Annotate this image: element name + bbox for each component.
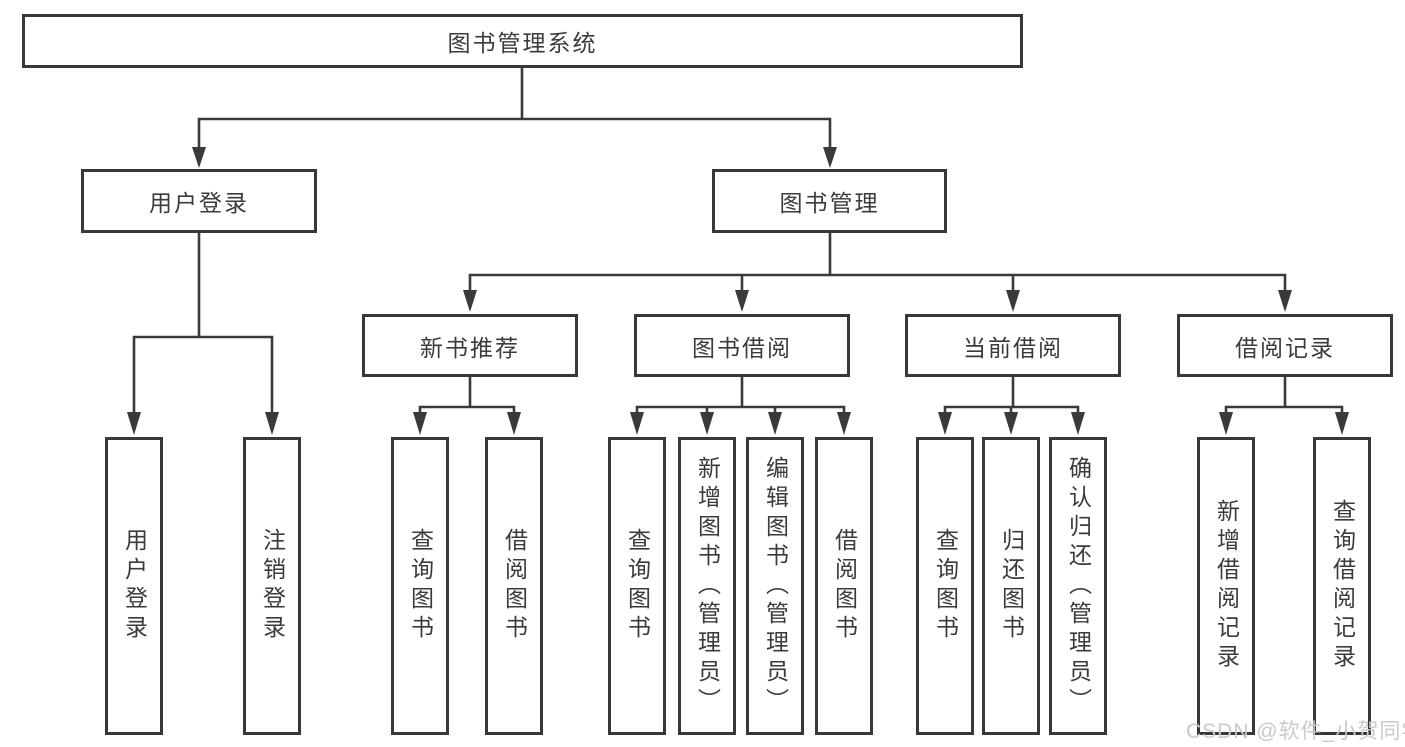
leaf-query-books-current: 查询图书 <box>916 437 974 735</box>
leaf-query-borrow-record: 查询借阅记录 <box>1313 437 1371 735</box>
node-current-borrowing: 当前借阅 <box>905 314 1121 377</box>
node-label: 新书推荐 <box>420 334 520 361</box>
node-borrowing-records: 借阅记录 <box>1177 314 1393 377</box>
leaf-label: 归还图书 <box>998 528 1025 644</box>
node-label: 图书管理 <box>779 190 880 216</box>
leaf-label: 新增借阅记录 <box>1213 499 1240 673</box>
leaf-query-books-newbook: 查询图书 <box>391 437 449 735</box>
leaf-label: 查询图书 <box>624 528 651 644</box>
csdn-watermark: CSDN @软件_小贺同学 <box>1186 720 1405 743</box>
leaf-add-books-admin: 新增图书（管理员） <box>678 437 736 735</box>
leaf-add-borrow-record: 新增借阅记录 <box>1197 437 1255 735</box>
leaf-label: 确认归还（管理员） <box>1065 455 1092 717</box>
leaf-edit-books-admin: 编辑图书（管理员） <box>746 437 804 735</box>
leaf-borrow-books-borrowing: 借阅图书 <box>815 437 873 735</box>
node-label: 用户登录 <box>149 190 249 216</box>
leaf-confirm-return-admin: 确认归还（管理员） <box>1049 437 1107 735</box>
leaf-borrow-books-newbook: 借阅图书 <box>485 437 543 735</box>
node-book-borrowing: 图书借阅 <box>634 314 850 377</box>
leaf-logout: 注销登录 <box>243 437 301 735</box>
leaf-label: 借阅图书 <box>501 528 528 644</box>
leaf-label: 借阅图书 <box>831 528 858 644</box>
node-label: 图书管理系统 <box>447 30 598 56</box>
leaf-label: 查询借阅记录 <box>1329 499 1356 673</box>
node-new-book-recommendation: 新书推荐 <box>362 314 578 377</box>
node-label: 当前借阅 <box>963 334 1063 361</box>
leaf-label: 查询图书 <box>407 528 434 644</box>
node-label: 图书借阅 <box>692 334 792 361</box>
leaf-label: 新增图书（管理员） <box>694 455 721 717</box>
node-user-login: 用户登录 <box>81 169 317 233</box>
leaf-return-books: 归还图书 <box>982 437 1040 735</box>
node-library-management-system: 图书管理系统 <box>22 14 1023 68</box>
node-label: 借阅记录 <box>1235 334 1335 361</box>
leaf-user-login: 用户登录 <box>105 437 163 735</box>
leaf-label: 注销登录 <box>259 528 286 644</box>
leaf-label: 用户登录 <box>121 528 148 644</box>
leaf-query-books-borrowing: 查询图书 <box>608 437 666 735</box>
node-book-management: 图书管理 <box>712 169 947 233</box>
leaf-label: 查询图书 <box>932 528 959 644</box>
leaf-label: 编辑图书（管理员） <box>762 455 789 717</box>
